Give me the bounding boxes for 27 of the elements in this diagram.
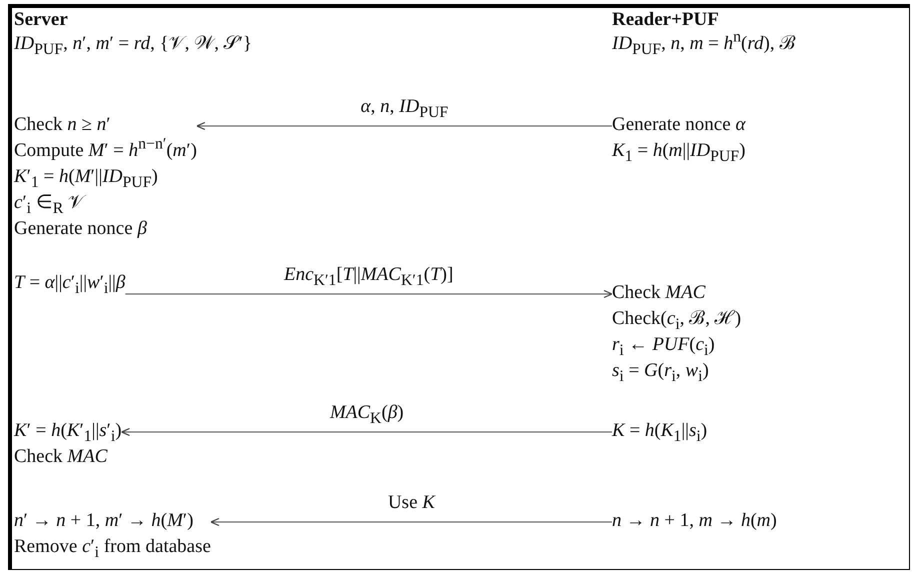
protocol-step-text: Check MAC [14,445,108,469]
protocol-step-text: K′$_{1}$ = h(M′||ID$_{PUF}$) [14,165,158,190]
message-arrow [125,290,613,298]
message-arrow [210,518,612,526]
protocol-step-text: Check n ≥ n′ [14,113,110,137]
protocol-step-text: Check(c$_{i}$, ℬ, ℋ) [612,307,742,332]
message-arrow [196,122,612,130]
protocol-step-text: T = α||c′$_{i}$||w′$_{i}$||β [14,271,126,296]
column-heading: Reader+PUF [612,8,719,32]
message-arrow [120,428,612,436]
protocol-step-text: K$_{1}$ = h(m||ID$_{PUF}$) [612,139,746,164]
protocol-step-text: s$_{i}$ = G(r$_{i}$, w$_{i}$) [612,359,709,384]
column-heading: Server [14,8,68,32]
protocol-step-text: n → n + 1, m → h(m) [612,509,777,533]
edge-label: MAC$_{K}$(β) [328,402,406,424]
initial-state-text: ID$_{PUF}$, n′, m′ = rd, {𝒱, 𝒲, 𝒮′} [14,32,252,56]
initial-state-text: ID$_{PUF}$, n, m = h$^{n}$(rd), ℬ [612,32,796,56]
protocol-step-text: Remove c′$_{i}$ from database [14,535,211,560]
protocol-step-text: Compute M′ = h$^{n−n′}$(m′) [14,138,197,163]
protocol-step-text: K = h(K$_{1}$||s$_{i}$) [612,419,708,444]
protocol-step-text: K′ = h(K′$_{1}$||s′$_{i}$) [14,419,122,444]
protocol-step-text: Generate nonce β [14,217,147,241]
protocol-step-text: Generate nonce α [612,113,746,137]
protocol-step-text: c′$_{i}$ ∈$_{R}$ 𝒱 [14,191,84,216]
protocol-step-text: n′ → n + 1, m′ → h(M′) [14,509,194,533]
protocol-step-text: Check MAC [612,281,706,305]
protocol-step-text: r$_{i}$ ← PUF(c$_{i}$) [612,333,715,358]
